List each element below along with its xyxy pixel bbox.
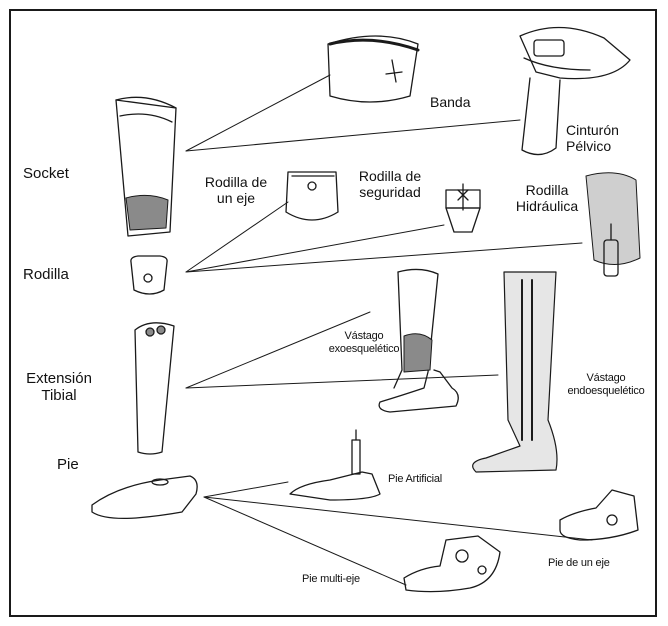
pie-artificial-illustration (290, 430, 380, 500)
label-banda: Banda (430, 94, 470, 110)
label-rodilla-hidraulica-line2: Hidráulica (503, 198, 591, 214)
label-vastago-endo-line1: Vástago (558, 372, 654, 385)
banda-illustration (328, 36, 418, 102)
label-rodilla-un-eje: Rodilla de un eje (188, 174, 284, 206)
label-tibial-line2: Tibial (16, 387, 102, 404)
label-extension-line1: Extensión (16, 370, 102, 387)
rodilla-un-eje-illustration (286, 172, 338, 220)
label-vastago-exo-line2: exoesquelético (316, 343, 412, 356)
socket-illustration (116, 97, 176, 236)
label-pie-multi-eje: Pie multi-eje (302, 573, 360, 586)
label-vastago-endo-line2: endoesquelético (558, 385, 654, 398)
label-rodilla-seguridad-line1: Rodilla de (338, 168, 442, 184)
label-vastago-exo-line1: Vástago (316, 330, 412, 343)
rodilla-seguridad-illustration (446, 184, 480, 232)
rodilla-illustration (131, 256, 167, 294)
label-cinturon-pelvico: Cinturón Pélvico (566, 122, 619, 154)
pie-un-eje-illustration (560, 490, 638, 540)
label-pie: Pie (57, 456, 79, 473)
label-rodilla-seguridad-line2: seguridad (338, 184, 442, 200)
tibial-extension-illustration (135, 323, 174, 454)
label-pie-artificial: Pie Artificial (388, 473, 442, 486)
label-rodilla-un-eje-line2: un eje (188, 190, 284, 206)
rodilla-hidraulica-illustration (586, 173, 640, 276)
label-socket: Socket (23, 165, 69, 182)
label-cinturon-line1: Cinturón (566, 122, 619, 138)
label-rodilla-un-eje-line1: Rodilla de (188, 174, 284, 190)
label-pie-un-eje: Pie de un eje (548, 557, 610, 570)
label-rodilla-hidraulica-line1: Rodilla (503, 182, 591, 198)
label-rodilla-seguridad: Rodilla de seguridad (338, 168, 442, 200)
pie-multi-eje-illustration (404, 536, 500, 592)
pie-illustration (92, 476, 197, 518)
vastago-endo-illustration (473, 272, 557, 472)
label-rodilla: Rodilla (23, 266, 69, 283)
label-rodilla-hidraulica: Rodilla Hidráulica (503, 182, 591, 214)
label-extension-tibial: Extensión Tibial (16, 370, 102, 405)
label-pelvico-line2: Pélvico (566, 138, 619, 154)
label-vastago-endo: Vástago endoesquelético (558, 372, 654, 397)
label-vastago-exo: Vástago exoesquelético (316, 330, 412, 355)
